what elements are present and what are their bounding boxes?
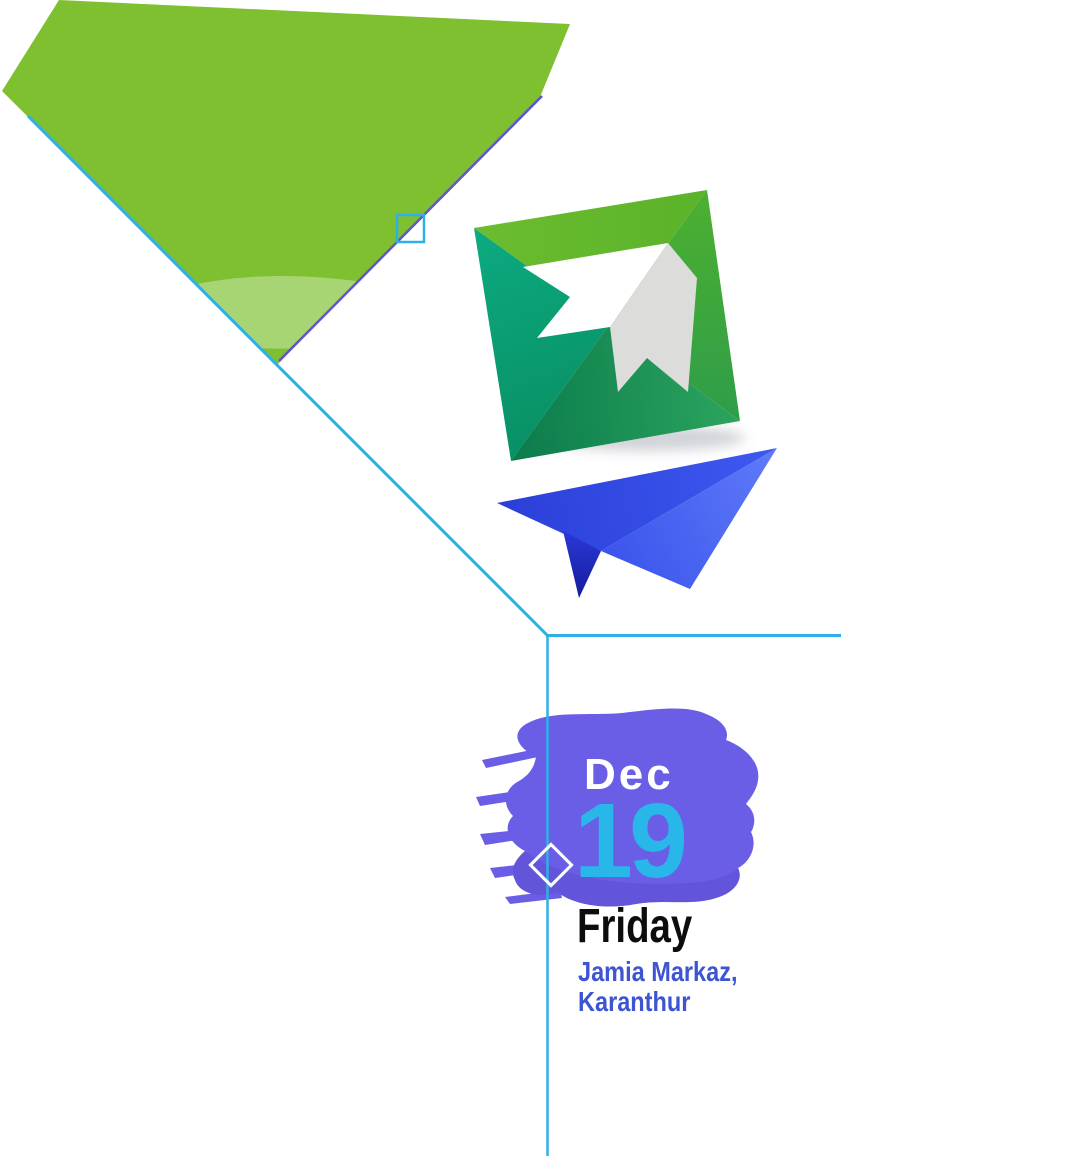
paper-plane-icon: [497, 448, 777, 598]
venue-line-1: Jamia Markaz,: [578, 956, 738, 987]
plane-keel: [563, 531, 601, 598]
venue-block: Jamia Markaz, Karanthur: [578, 957, 738, 1017]
green-banner-shape: [2, 0, 570, 365]
cyan-line-diagonal: [26, 114, 550, 638]
day-number: 19: [574, 782, 688, 900]
month-label: Dec: [584, 750, 674, 799]
pyramid-arrow-logo: [474, 190, 740, 461]
purple-accent-line: [278, 95, 543, 362]
plane-upper-wing: [497, 448, 777, 551]
weekday-label: Friday: [577, 900, 693, 953]
logo-arrow-white: [523, 243, 668, 338]
purple-brush-shade: [512, 851, 740, 907]
logo-facet-left: [474, 228, 609, 461]
venue-line-2: Karanthur: [578, 985, 691, 1017]
cyan-square-outline: [395, 213, 426, 244]
logo-arrow-grey-ribbon: [610, 243, 697, 392]
plane-lower-wing: [601, 448, 777, 589]
logo-facet-bottom: [511, 325, 740, 461]
